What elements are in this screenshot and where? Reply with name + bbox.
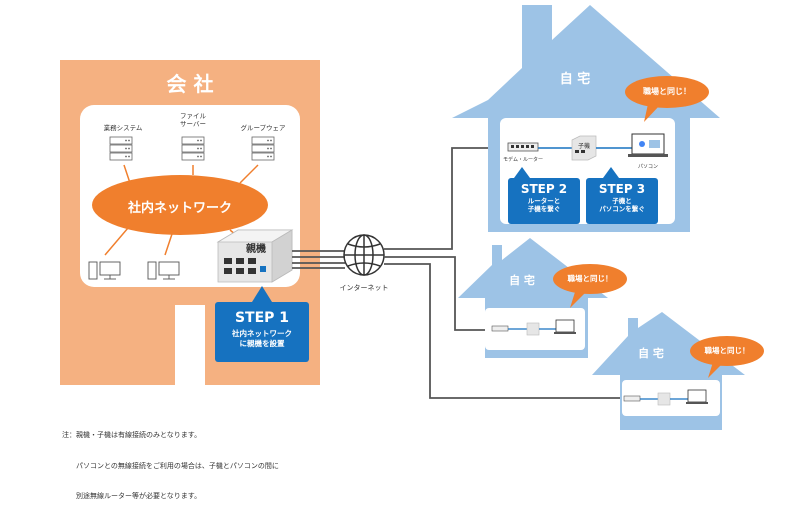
network-label: 社内ネットワーク bbox=[127, 201, 232, 216]
network-diagram: 会 社 業務システム ファイル サーバー グループウェア 社内ネットワーク 親機… bbox=[60, 5, 764, 500]
server-links bbox=[123, 164, 259, 184]
bubble-tail-2 bbox=[570, 292, 586, 308]
step-2-box: STEP 2 ルーターと 子機を繋ぐ bbox=[508, 178, 580, 224]
modem-router-label: モデム・ルーター bbox=[503, 157, 543, 163]
home-1-bubble: 職場と同じ！ bbox=[625, 76, 709, 108]
step-3-pointer bbox=[603, 167, 619, 178]
step-1-box: STEP 1 社内ネットワーク に親機を設置 bbox=[215, 302, 309, 362]
step-1-title: STEP 1 bbox=[234, 310, 290, 326]
footnote-line-2: パソコンとの無線接続をご利用の場合は、子機とパソコンの間に bbox=[62, 461, 279, 470]
home-2-devices bbox=[491, 319, 576, 336]
internet-globe-icon bbox=[343, 234, 385, 276]
home-3-inner-area bbox=[622, 380, 720, 416]
step-1-desc-line1: 社内ネットワーク bbox=[232, 329, 292, 338]
home-3-devices bbox=[623, 389, 708, 406]
home-1-title: 自 宅 bbox=[559, 72, 591, 87]
step-2-pointer bbox=[514, 167, 530, 178]
step-3-box: STEP 3 子機と パソコンを繋ぐ bbox=[586, 178, 658, 224]
pc-label: パソコン bbox=[637, 164, 658, 170]
child-device-label: 子機 bbox=[577, 143, 590, 150]
home-2-title: 自 宅 bbox=[509, 274, 535, 287]
bubble-tail-1 bbox=[644, 104, 660, 122]
step-3-title: STEP 3 bbox=[598, 182, 646, 196]
server-icon-3 bbox=[251, 136, 275, 161]
system-label-business: 業務システム bbox=[103, 124, 143, 132]
child-device-icon-1 bbox=[571, 135, 597, 161]
office-pc-icon-2 bbox=[147, 261, 180, 280]
server-icon-2 bbox=[181, 136, 205, 161]
company-title: 会 社 bbox=[166, 72, 214, 96]
step-1-desc-line2: に親機を設置 bbox=[239, 338, 285, 348]
step-2-title: STEP 2 bbox=[520, 182, 568, 196]
parent-device-label: 親機 bbox=[246, 244, 266, 255]
step-2-desc-line2: 子機を繋ぐ bbox=[527, 205, 561, 214]
step-1-pointer bbox=[252, 286, 272, 302]
modem-router-icon bbox=[507, 142, 539, 152]
home-3-bubble: 職場と同じ！ bbox=[690, 336, 764, 366]
system-label-groupware: グループウェア bbox=[240, 124, 286, 132]
internet-label: インターネット bbox=[339, 284, 389, 292]
footnote-line-3: 別途無線ルーター等が必要となります。 bbox=[62, 492, 202, 501]
diagram-graphics bbox=[60, 5, 745, 430]
parent-device-icon bbox=[216, 229, 294, 283]
step-3-desc-line2: パソコンを繋ぐ bbox=[599, 205, 645, 214]
server-icon-1 bbox=[109, 136, 133, 161]
step-2-desc-line1: ルーターと bbox=[527, 197, 561, 205]
home-links bbox=[384, 147, 622, 399]
network-ellipse bbox=[92, 175, 268, 235]
home-3-title: 自 宅 bbox=[638, 347, 664, 360]
home-2-bubble: 職場と同じ！ bbox=[553, 264, 627, 294]
system-label-file-server: ファイル サーバー bbox=[180, 112, 206, 128]
footnote: 注：親機・子機は有線接続のみとなります。 パソコンとの無線接続をご利用の場合は、… bbox=[62, 410, 279, 522]
bubble-tail-3 bbox=[708, 362, 724, 378]
uplink-lines bbox=[292, 250, 345, 269]
step-3-desc-line1: 子機と bbox=[612, 197, 632, 205]
footnote-line-1: 注：親機・子機は有線接続のみとなります。 bbox=[62, 431, 202, 440]
office-pc-icon-1 bbox=[88, 261, 121, 280]
laptop-icon-1 bbox=[628, 133, 668, 157]
